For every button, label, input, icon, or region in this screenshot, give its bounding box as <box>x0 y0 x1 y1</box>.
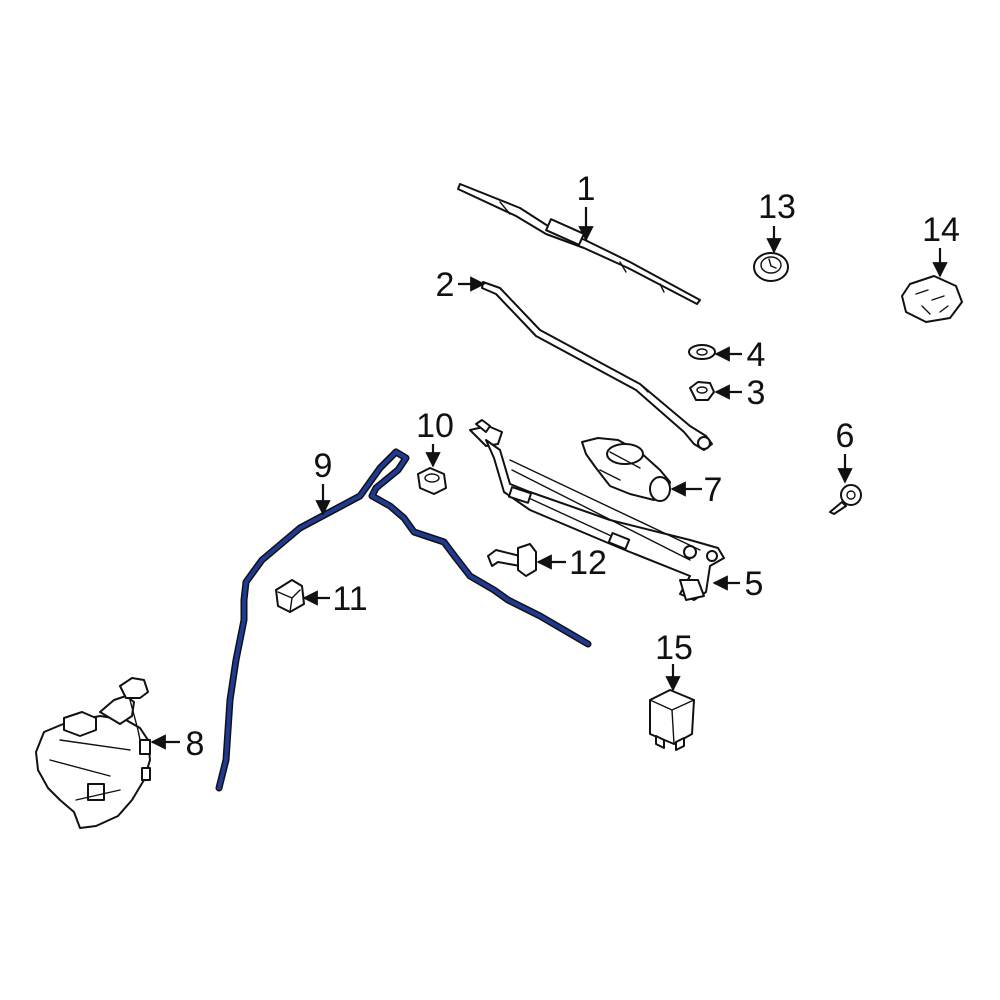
callout-9: 9 <box>314 447 333 485</box>
callout-3: 3 <box>747 374 766 412</box>
part-1-wiper-blade <box>457 183 701 305</box>
part-10-nut <box>417 467 447 495</box>
part-5-linkage <box>469 419 725 601</box>
part-13-cap <box>753 252 789 282</box>
part-9-washer-hose <box>215 448 592 792</box>
part-2-wiper-arm <box>481 281 713 451</box>
part-14-cover <box>901 275 963 323</box>
callout-10: 10 <box>416 407 454 445</box>
part-7-motor <box>581 437 671 502</box>
callout-14: 14 <box>922 211 960 249</box>
callout-8: 8 <box>186 725 205 763</box>
part-3-nut <box>689 381 715 401</box>
callout-1: 1 <box>577 170 596 208</box>
part-11-grommet <box>275 579 305 613</box>
callout-12: 12 <box>569 544 607 582</box>
callout-labels: 1 2 3 4 5 6 7 8 9 10 11 12 13 14 15 <box>186 170 960 763</box>
callout-4: 4 <box>747 336 766 374</box>
callout-5: 5 <box>745 565 764 603</box>
part-6-clip <box>829 484 862 515</box>
callout-7: 7 <box>704 471 723 509</box>
callout-11: 11 <box>332 580 367 618</box>
part-12-connector <box>487 543 537 577</box>
callout-2: 2 <box>436 266 455 304</box>
part-8-reservoir <box>35 677 151 829</box>
callout-6: 6 <box>836 417 855 455</box>
callout-13: 13 <box>758 188 796 226</box>
part-15-module <box>649 689 695 751</box>
callout-15: 15 <box>655 629 693 667</box>
leader-lines <box>150 207 948 750</box>
part-4-washer <box>688 344 716 360</box>
